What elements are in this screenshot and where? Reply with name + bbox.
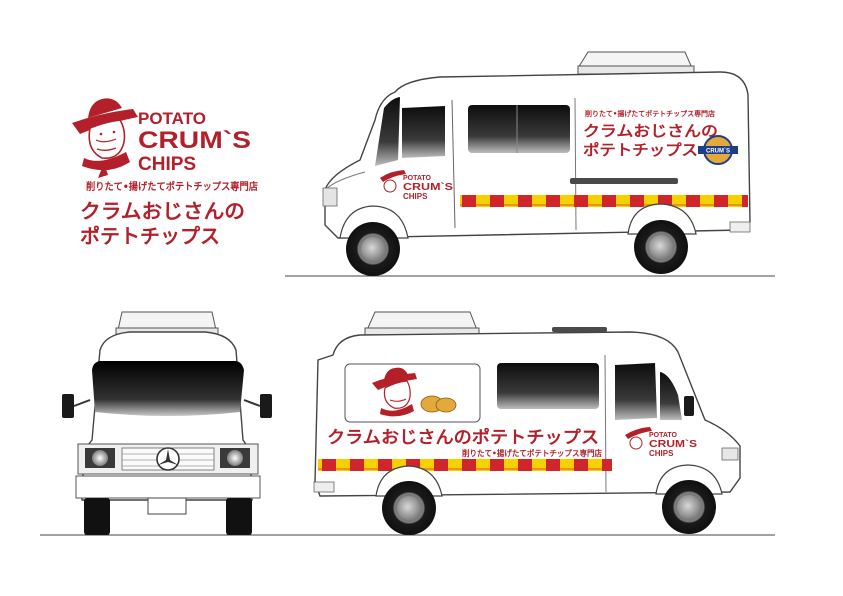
window-mascot-icon [372, 367, 457, 417]
side-window [468, 105, 570, 153]
van-front-view [62, 311, 272, 535]
side-slogan: クラムおじさんのポテトチップス [327, 427, 599, 448]
door-logo-right: POTATO CRUM`S CHIPS [625, 427, 697, 458]
svg-text:CRUM`S: CRUM`S [649, 439, 697, 450]
mascot-icon [72, 98, 138, 178]
cab-window-right [615, 363, 657, 420]
front-windshield [92, 361, 244, 416]
svg-text:CRUM`S: CRUM`S [403, 182, 453, 193]
brand-logo: POTATO CRUM`S CHIPS 削りたて•揚げたてポテトチップス専門店 … [72, 98, 258, 248]
svg-text:CHIPS: CHIPS [649, 449, 674, 458]
rear-tagline: 削りたて•揚げたてポテトチップス専門店 [585, 109, 715, 118]
svg-text:POTATO: POTATO [403, 175, 432, 182]
crums-badge-icon: CRUM`S [698, 135, 738, 165]
svg-text:CHIPS: CHIPS [403, 192, 428, 201]
side-tagline: 削りたて•揚げたてポテトチップス専門店 [462, 448, 602, 458]
brand-slogan-line1: クラムおじさんの [80, 199, 245, 223]
brand-tagline: 削りたて•揚げたてポテトチップス専門店 [86, 180, 258, 193]
windshield [375, 97, 400, 166]
windshield-right [660, 372, 682, 420]
license-plate [147, 497, 187, 515]
chip-icon [435, 397, 457, 413]
brand-slogan-line2: ポテトチップス [80, 224, 220, 248]
door-logo: POTATO CRUM`S CHIPS [380, 170, 453, 201]
svg-text:POTATO: POTATO [649, 432, 678, 439]
cab-window [402, 106, 445, 158]
brand-name-line3: CHIPS [138, 154, 196, 175]
front-right-tire [226, 498, 252, 535]
brand-name-line2: CRUM`S [138, 127, 251, 154]
van-side-view-left: POTATO CRUM`S CHIPS 削りたて•揚げたてポテトチップス専門店 … [322, 51, 751, 276]
rear-slogan-line2: ポテトチップス [583, 141, 698, 159]
rear-slogan-line1: クラムおじさんの [583, 122, 718, 140]
front-left-tire [84, 498, 110, 535]
brand-name-line1: POTATO [138, 109, 206, 128]
van-side-view-right: クラムおじさんのポテトチップス 削りたて•揚げたてポテトチップス専門店 POTA… [313, 311, 741, 535]
side-stripe-right [318, 459, 612, 471]
emblem-icon [156, 447, 180, 471]
svg-text:CRUM`S: CRUM`S [706, 149, 730, 155]
side-window-right [497, 363, 599, 409]
side-stripe [460, 195, 748, 207]
